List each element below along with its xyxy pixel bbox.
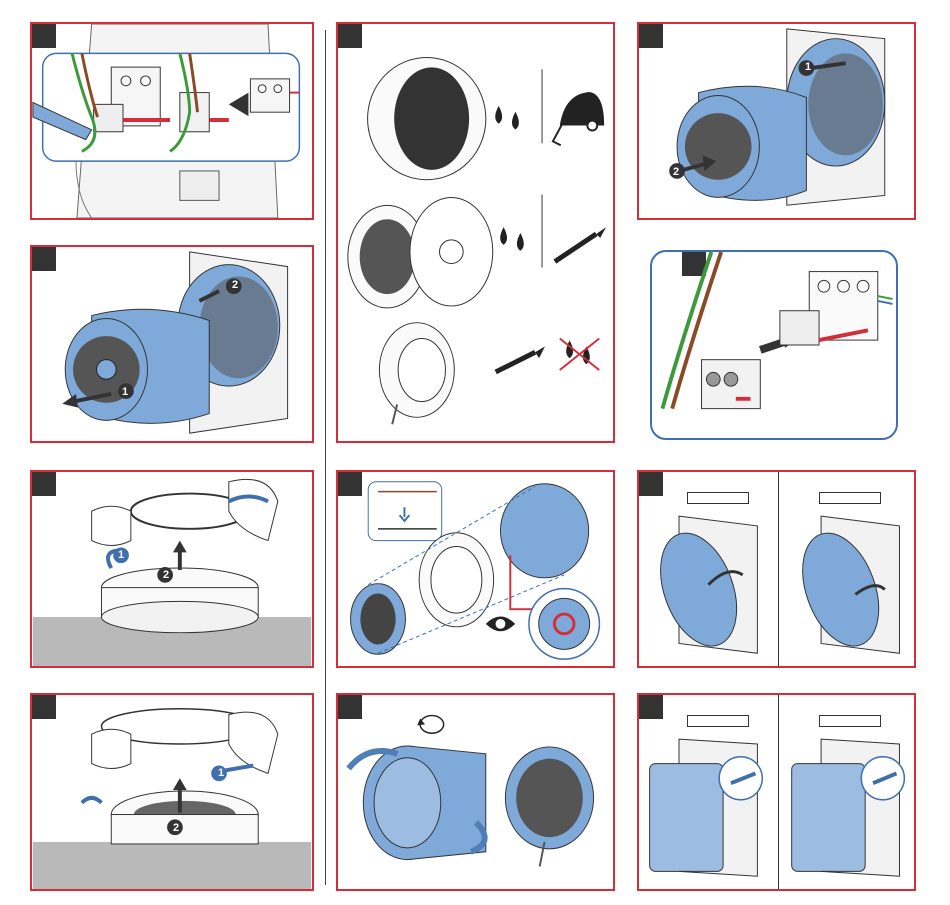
remove-lower-grille-illustration xyxy=(32,695,312,889)
brush-icon xyxy=(496,346,545,372)
water-drops-icon xyxy=(500,227,524,251)
reconnect-wires-illustration xyxy=(652,252,896,438)
disconnect-wires-illustration xyxy=(32,24,312,218)
step-remove-upper-grille: 1 2 xyxy=(30,470,314,668)
callout-number-2: 2 xyxy=(173,822,179,834)
step-rotate-module xyxy=(336,693,615,891)
callout-number-2: 2 xyxy=(232,279,238,291)
eye-icon xyxy=(486,617,515,632)
step-reconnect-wires xyxy=(650,250,898,440)
callout-number-1: 1 xyxy=(118,549,124,561)
insert-fan-module-illustration xyxy=(639,24,914,218)
step-attach-cover xyxy=(637,470,916,668)
callout-number-2: 2 xyxy=(163,569,169,581)
close-cover-illustration xyxy=(639,695,914,889)
brush-icon xyxy=(555,227,606,261)
vacuum-cleaner-icon xyxy=(553,92,604,145)
rotate-arrow-icon xyxy=(417,716,443,734)
callout-number-1: 1 xyxy=(218,767,224,779)
no-water-icon xyxy=(560,338,599,370)
step-cleaning xyxy=(336,22,615,443)
water-drops-icon xyxy=(495,106,519,130)
step-close-cover xyxy=(637,693,916,891)
callout-number-1: 1 xyxy=(805,61,811,73)
step-remove-fan-module: 1 2 xyxy=(30,245,314,443)
cleaning-illustration xyxy=(338,24,613,441)
step-remove-lower-grille: 1 2 xyxy=(30,693,314,891)
callout-number-1: 1 xyxy=(122,386,128,398)
step-reassemble-fan xyxy=(336,470,615,668)
step-insert-fan-module: 2 1 xyxy=(637,22,916,220)
remove-upper-grille-illustration xyxy=(32,472,312,666)
step-disconnect-wires xyxy=(30,22,314,220)
attach-cover-illustration xyxy=(639,472,914,666)
reassemble-fan-illustration xyxy=(338,472,613,666)
callout-number-2: 2 xyxy=(673,166,679,178)
remove-fan-module-illustration xyxy=(32,247,312,441)
rotate-module-illustration xyxy=(338,695,613,889)
column-divider xyxy=(325,30,326,885)
